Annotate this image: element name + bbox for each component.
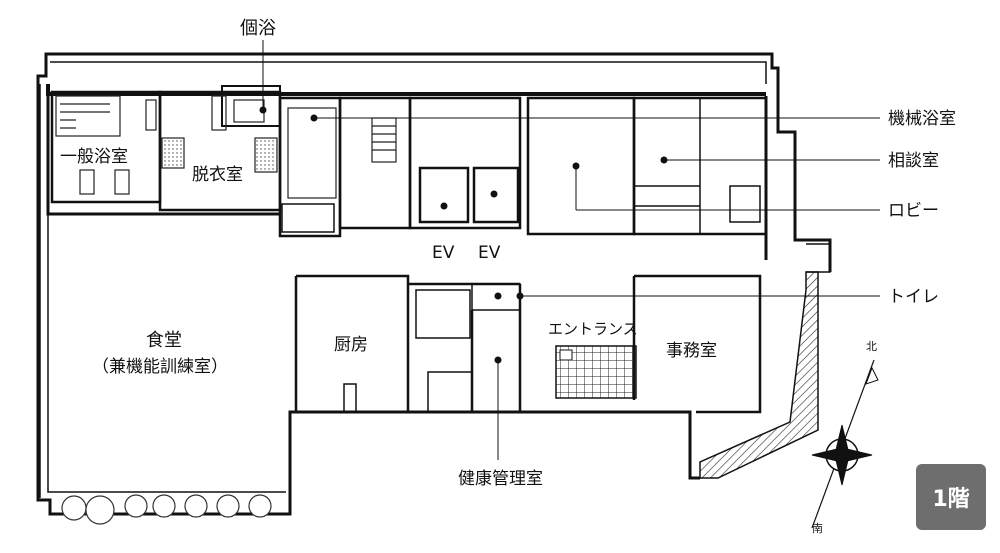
office-label: 事務室 [666,341,717,361]
consultation-callout: 相談室 [888,151,939,171]
compass-south-label: 南 [812,522,823,535]
compass-north-label: 北 [866,340,877,353]
ev-label-2: EV [478,243,501,263]
changing-room-label: 脱衣室 [192,165,243,185]
entrance-label: エントランス [548,320,638,338]
exterior-ramp [699,243,831,479]
callout-lines [259,40,880,460]
health-room-callout: 健康管理室 [458,469,543,489]
individual-bath-label: 個浴 [240,18,276,39]
toilet-callout: トイレ [888,287,939,307]
lower-wing-walls [294,274,762,414]
kitchen-label: 厨房 [334,335,368,355]
dining-sub-label: （兼機能訓練室） [92,357,228,377]
lobby-callout: ロビー [888,201,939,221]
general-bath-label: 一般浴室 [60,147,128,167]
ev-label-1: EV [432,243,455,263]
upper-wing-walls [50,85,768,238]
compass-rose-icon [811,359,879,529]
machine-bath-callout: 機械浴室 [888,109,956,129]
floor-badge: 1階 [916,464,986,530]
bath-fixtures [55,95,397,199]
shrub-row [61,494,272,525]
dining-label: 食堂 [146,330,182,351]
